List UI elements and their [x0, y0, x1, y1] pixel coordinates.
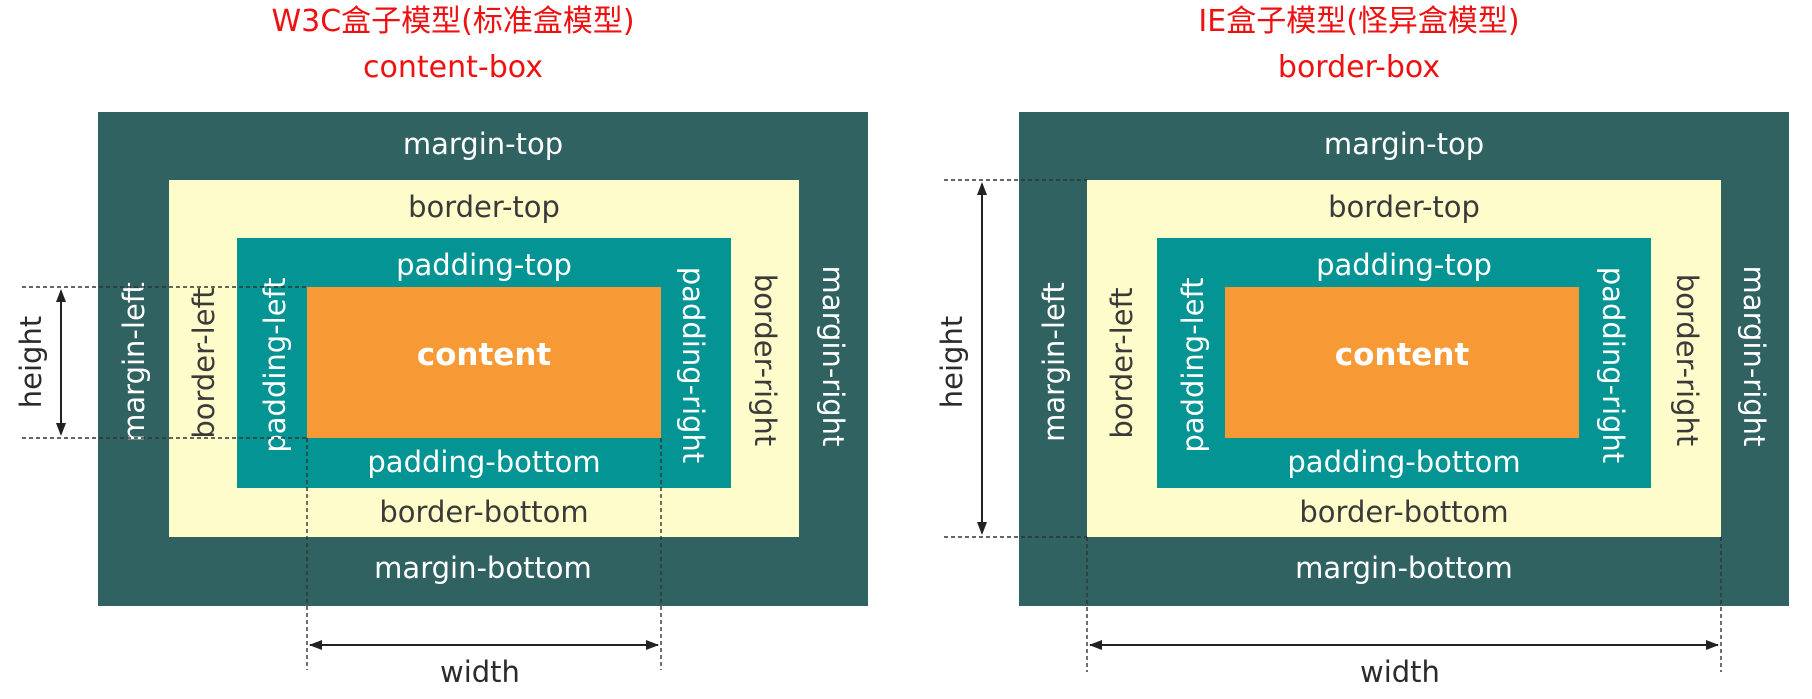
diagram-subtitle: content-box	[363, 50, 543, 85]
margin-left-label: margin-left	[1037, 282, 1071, 442]
padding-bottom-label: padding-bottom	[367, 445, 601, 479]
padding-left-label: padding-left	[1176, 277, 1210, 453]
border-bottom-label: border-bottom	[379, 495, 589, 529]
diagram-subtitle: border-box	[1277, 50, 1441, 85]
padding-top-label: padding-top	[1316, 248, 1492, 282]
width-label: width	[1360, 655, 1440, 689]
height-label: height	[935, 315, 969, 409]
border-left-label: border-left	[1105, 287, 1139, 439]
ie-box-model-diagram: IE盒子模型(怪异盒模型) border-box margin-top marg…	[906, 0, 1812, 699]
width-arrow-head-right	[646, 640, 659, 650]
margin-left-label: margin-left	[117, 282, 151, 442]
content-label: content	[416, 337, 552, 373]
margin-top-label: margin-top	[1323, 127, 1485, 161]
w3c-box-model-diagram: W3C盒子模型(标准盒模型) content-box margin-top ma…	[14, 4, 868, 689]
content-area	[307, 287, 661, 438]
padding-right-label: padding-right	[1596, 266, 1630, 464]
content-label: content	[1334, 337, 1470, 373]
margin-bottom-label: margin-bottom	[374, 551, 592, 585]
border-top-label: border-top	[408, 190, 560, 224]
border-bottom-label: border-bottom	[1299, 495, 1509, 529]
padding-right-label: padding-right	[676, 266, 710, 464]
width-arrow-head-right	[1706, 640, 1719, 650]
width-arrow-head-left	[1089, 640, 1102, 650]
margin-right-label: margin-right	[1737, 265, 1771, 447]
margin-right-label: margin-right	[816, 265, 850, 447]
border-top-label: border-top	[1328, 190, 1480, 224]
margin-top-label: margin-top	[402, 127, 564, 161]
border-left-label: border-left	[187, 287, 221, 439]
padding-left-label: padding-left	[258, 277, 292, 453]
height-arrow-head-top	[977, 182, 987, 195]
content-area	[1225, 287, 1579, 438]
diagram-title: W3C盒子模型(标准盒模型)	[271, 4, 635, 39]
height-arrow-head-top	[56, 289, 66, 302]
height-arrow-head-bottom	[56, 423, 66, 436]
border-right-label: border-right	[748, 273, 782, 447]
margin-bottom-label: margin-bottom	[1295, 551, 1513, 585]
width-label: width	[440, 655, 520, 689]
height-arrow-head-bottom	[977, 522, 987, 535]
width-arrow-head-left	[309, 640, 322, 650]
border-right-label: border-right	[1670, 273, 1704, 447]
height-label: height	[14, 315, 48, 409]
padding-bottom-label: padding-bottom	[1287, 445, 1521, 479]
padding-top-label: padding-top	[396, 248, 572, 282]
diagram-title: IE盒子模型(怪异盒模型)	[1198, 4, 1520, 39]
